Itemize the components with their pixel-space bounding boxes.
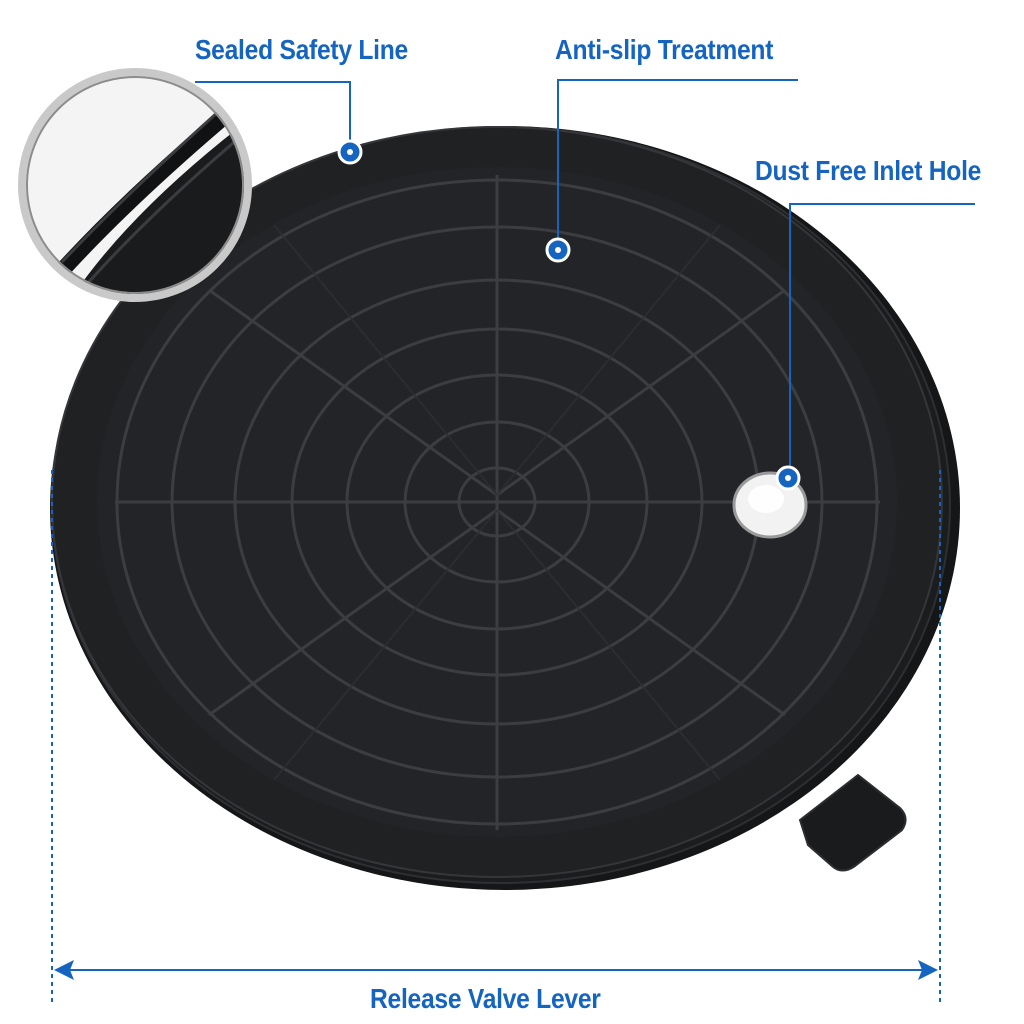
dimension-arrowhead-right (918, 960, 938, 980)
dimension-arrowhead-left (54, 960, 74, 980)
release-valve-lever-label: Release Valve Lever (370, 983, 601, 1014)
anti-slip-treatment-leader (557, 79, 798, 250)
suction-cup (50, 126, 960, 890)
release-valve-lever-tab (798, 773, 907, 872)
sealed-safety-line-label: Sealed Safety Line (195, 34, 409, 65)
groove-spoke (496, 508, 786, 717)
sealed-safety-line-leader (195, 81, 351, 150)
callout-leaders (195, 79, 975, 478)
dust-free-inlet-hole-leader (789, 203, 975, 478)
callout-markers (337, 139, 801, 491)
groove-spoke (496, 288, 786, 497)
dust-free-inlet-hole-label: Dust Free Inlet Hole (755, 155, 982, 186)
groove-spoke (208, 508, 498, 717)
width-dimension (51, 470, 941, 1005)
groove-spoke (208, 288, 498, 497)
seal-magnifier-lens (18, 68, 252, 302)
anti-slip-treatment-label: Anti-slip Treatment (555, 34, 774, 65)
